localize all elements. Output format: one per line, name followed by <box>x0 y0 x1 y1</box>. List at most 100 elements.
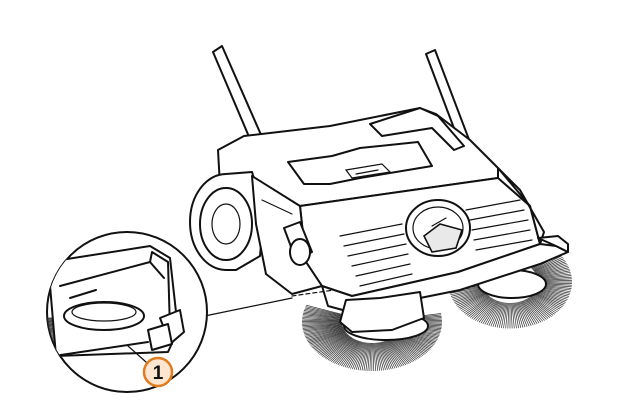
bristle <box>390 338 416 361</box>
bristle <box>391 337 418 360</box>
bristle <box>450 287 484 296</box>
bristle <box>535 264 568 275</box>
bristle <box>383 340 401 367</box>
bristle <box>310 331 346 346</box>
bristle <box>463 295 490 314</box>
bristle <box>337 340 358 365</box>
bristle <box>389 338 415 362</box>
bristle <box>306 304 344 316</box>
bristle <box>309 331 346 345</box>
bristle <box>302 315 343 320</box>
bristle <box>304 327 344 336</box>
bristle <box>334 339 357 364</box>
bristle <box>308 330 345 344</box>
bristle <box>452 289 485 300</box>
bristle <box>514 302 522 328</box>
callout-1-marker <box>142 356 174 388</box>
bristle <box>386 339 408 365</box>
bristle <box>372 342 375 371</box>
bristle <box>303 326 343 333</box>
bristle <box>311 332 347 347</box>
bristle <box>365 342 370 371</box>
bristle <box>529 296 555 315</box>
bristle <box>535 261 566 274</box>
front-grille-left <box>339 223 413 287</box>
bristle <box>492 302 503 327</box>
bristle <box>307 329 345 341</box>
bristle <box>536 267 570 276</box>
bristle <box>529 296 554 316</box>
bristle <box>303 312 343 319</box>
bristle <box>533 292 563 307</box>
bristle <box>522 300 540 324</box>
bristle <box>520 301 534 326</box>
bristle <box>363 342 369 371</box>
bristle <box>373 342 377 371</box>
bristle <box>387 339 410 364</box>
bristle <box>378 342 388 370</box>
bristle <box>306 328 344 340</box>
bristle <box>302 318 343 321</box>
bristle <box>302 324 343 329</box>
bristle <box>374 342 381 371</box>
bristle <box>454 290 485 303</box>
bristle <box>462 295 489 313</box>
bristle <box>521 301 536 325</box>
bristle <box>537 271 571 278</box>
bristle <box>449 286 483 294</box>
bristle <box>302 314 343 320</box>
bristle <box>507 302 510 329</box>
bristle <box>533 255 562 271</box>
bristle <box>321 336 351 357</box>
bristle <box>379 342 392 370</box>
front-grille-right <box>465 199 533 251</box>
bristle <box>391 337 419 359</box>
bristle <box>469 297 493 318</box>
bristle <box>503 302 508 329</box>
bristle <box>533 293 562 309</box>
bristle <box>315 334 349 352</box>
bristle <box>342 340 360 367</box>
bristle <box>335 339 357 365</box>
bristle <box>303 310 343 318</box>
bristle <box>512 302 517 329</box>
bristle <box>302 319 343 322</box>
bristle <box>525 299 545 321</box>
bristle <box>535 262 567 274</box>
bristle <box>450 288 484 297</box>
bristle <box>510 302 513 329</box>
bristle <box>323 336 352 358</box>
bristle <box>526 298 547 320</box>
bristle <box>380 341 394 369</box>
bristle <box>305 328 344 339</box>
bristle <box>524 299 544 322</box>
bristle <box>537 270 571 278</box>
bristle <box>451 288 484 299</box>
bristle <box>457 292 487 307</box>
bristle <box>534 258 564 272</box>
bristle <box>459 294 488 310</box>
bristle <box>313 333 348 350</box>
bristle <box>471 298 494 319</box>
bristle <box>488 301 501 326</box>
bristle <box>305 306 344 316</box>
bristle <box>468 297 492 317</box>
bristle <box>303 325 343 332</box>
bristle <box>324 337 353 359</box>
bristle <box>332 339 356 363</box>
bristle <box>534 291 565 305</box>
bristle <box>484 301 499 325</box>
bristle <box>361 342 369 371</box>
bristle <box>519 301 532 326</box>
bristle <box>355 342 366 370</box>
bristle <box>346 341 362 368</box>
bristle <box>383 341 400 368</box>
bristle <box>453 290 485 302</box>
bristle <box>465 296 491 315</box>
bristle <box>303 311 343 319</box>
bristle <box>496 302 505 328</box>
bristle <box>528 297 552 317</box>
bristle <box>302 323 343 328</box>
bristle <box>498 302 506 328</box>
